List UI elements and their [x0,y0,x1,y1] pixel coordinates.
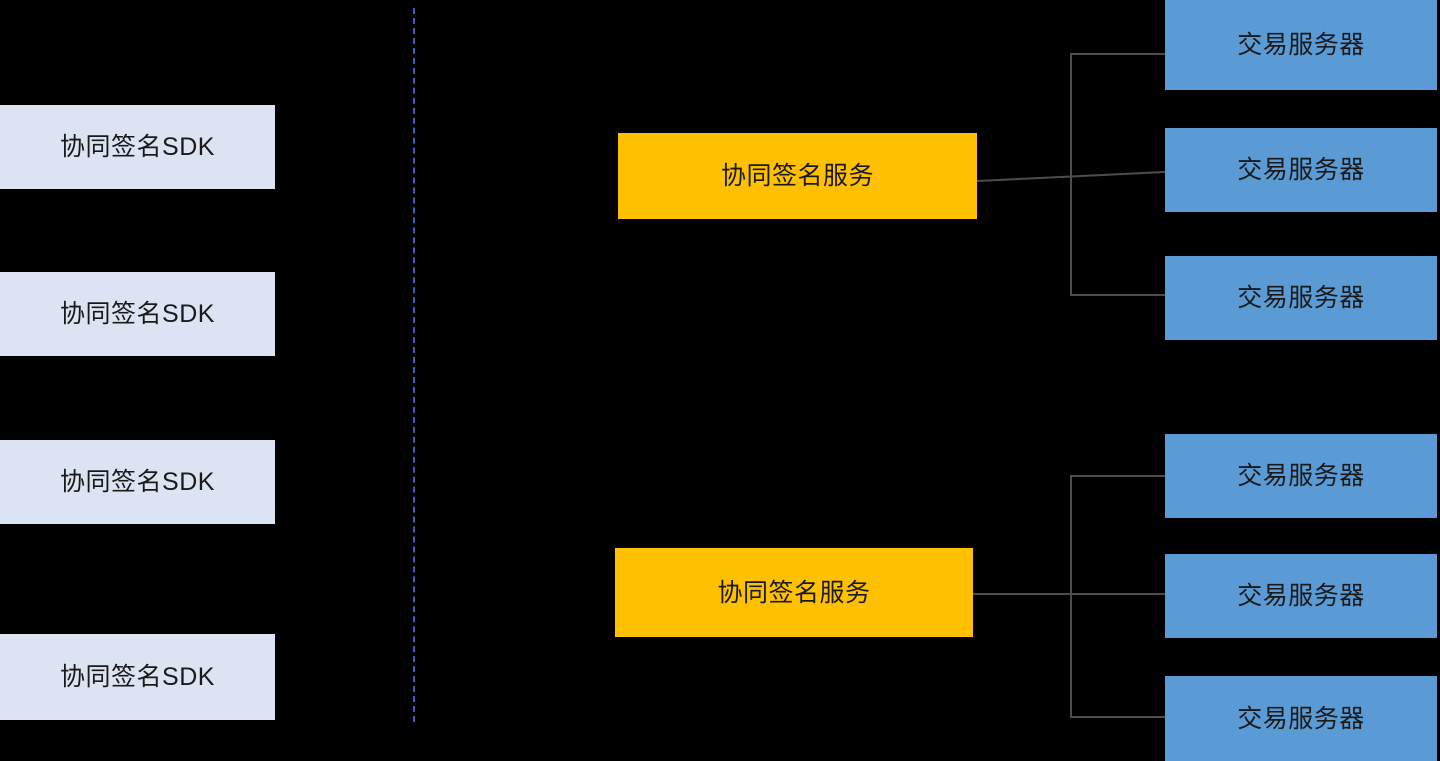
transaction-server-node-3[interactable]: 交易服务器 [1165,256,1437,340]
transaction-server-node-2-label: 交易服务器 [1237,156,1365,184]
sdk-node-3[interactable]: 协同签名SDK [0,440,275,524]
transaction-server-node-2[interactable]: 交易服务器 [1165,128,1437,212]
signing-service-node-2-label: 协同签名服务 [717,578,871,607]
transaction-server-node-1[interactable]: 交易服务器 [1165,0,1437,90]
sdk-node-2[interactable]: 协同签名SDK [0,272,275,356]
signing-service-node-1-label: 协同签名服务 [720,162,874,190]
transaction-server-node-6-label: 交易服务器 [1237,704,1365,733]
transaction-server-node-5[interactable]: 交易服务器 [1165,554,1437,638]
transaction-server-node-6[interactable]: 交易服务器 [1165,676,1437,761]
vertical-dashed-divider [413,8,415,722]
transaction-server-node-5-label: 交易服务器 [1237,582,1365,610]
sdk-node-4-label: 协同签名SDK [60,663,215,691]
sdk-node-1[interactable]: 协同签名SDK [0,105,275,189]
transaction-server-node-4[interactable]: 交易服务器 [1165,434,1437,518]
top-spine-line [976,171,1166,182]
signing-service-node-1[interactable]: 协同签名服务 [618,133,977,219]
transaction-server-node-4-label: 交易服务器 [1237,462,1365,490]
sdk-node-2-label: 协同签名SDK [60,300,215,328]
sdk-node-3-label: 协同签名SDK [60,468,215,496]
transaction-server-node-1-label: 交易服务器 [1237,31,1365,59]
sdk-node-1-label: 协同签名SDK [60,133,215,161]
transaction-server-node-3-label: 交易服务器 [1237,284,1365,312]
signing-service-node-2[interactable]: 协同签名服务 [615,548,973,637]
sdk-node-4[interactable]: 协同签名SDK [0,634,275,720]
